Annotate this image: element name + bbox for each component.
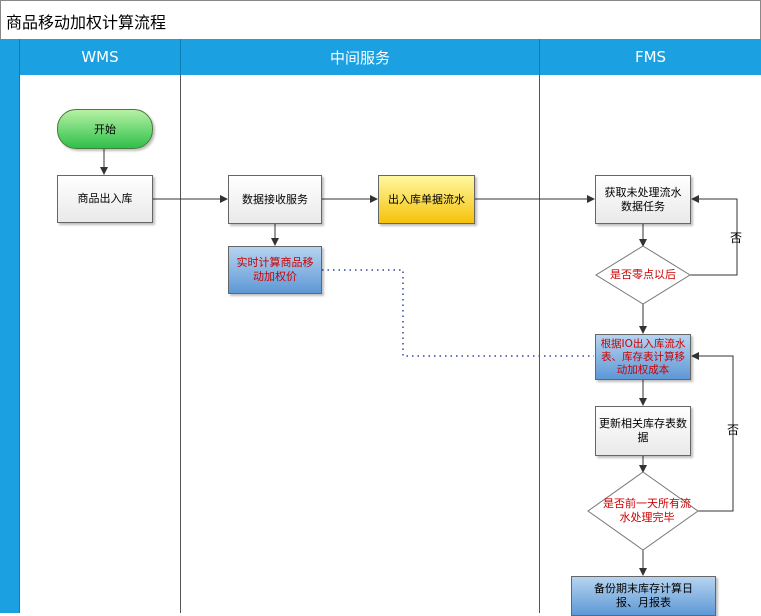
decision-all-processed-label: 是否前一天所有流水处理完毕: [603, 497, 691, 524]
node-realtime-calc: 实时计算商品移动加权价: [228, 246, 322, 294]
lane-header-wms: WMS: [20, 39, 181, 75]
node-calc-cost: 根据IO出入库流水表、库存表计算移动加权成本: [595, 334, 691, 380]
diagram-title-bar: 商品移动加权计算流程: [0, 0, 761, 40]
edge-realtime-to-calc-cost-dotted: [322, 269, 594, 357]
diagram-title: 商品移动加权计算流程: [6, 13, 167, 32]
edge-label-no-1: 否: [730, 231, 743, 245]
decision-after-midnight-label: 是否零点以后: [610, 268, 676, 281]
node-update-stock: 更新相关库存表数据: [595, 406, 691, 456]
lane-header-fms: FMS: [540, 39, 761, 75]
lane-middleware: [181, 75, 540, 613]
edge-decision2-no-loop: [691, 352, 734, 512]
lane-header-middleware: 中间服务: [181, 39, 540, 75]
pool-left-strip: [0, 39, 20, 613]
decision-after-midnight-shape: [595, 245, 691, 305]
lane-wms: [20, 75, 181, 613]
node-io-flow: 出入库单据流水: [378, 175, 475, 224]
node-fetch-task: 获取未处理流水数据任务: [595, 175, 691, 224]
start-node: 开始: [57, 109, 153, 149]
edge-label-no-2: 否: [727, 423, 740, 437]
node-backup: 备份期末库存计算日报、月报表: [571, 576, 716, 616]
edge-decision1-no-loop: [690, 195, 738, 276]
node-data-receive: 数据接收服务: [228, 175, 322, 224]
node-goods-io: 商品出入库: [57, 175, 153, 223]
decision-all-processed-shape: [587, 471, 699, 551]
